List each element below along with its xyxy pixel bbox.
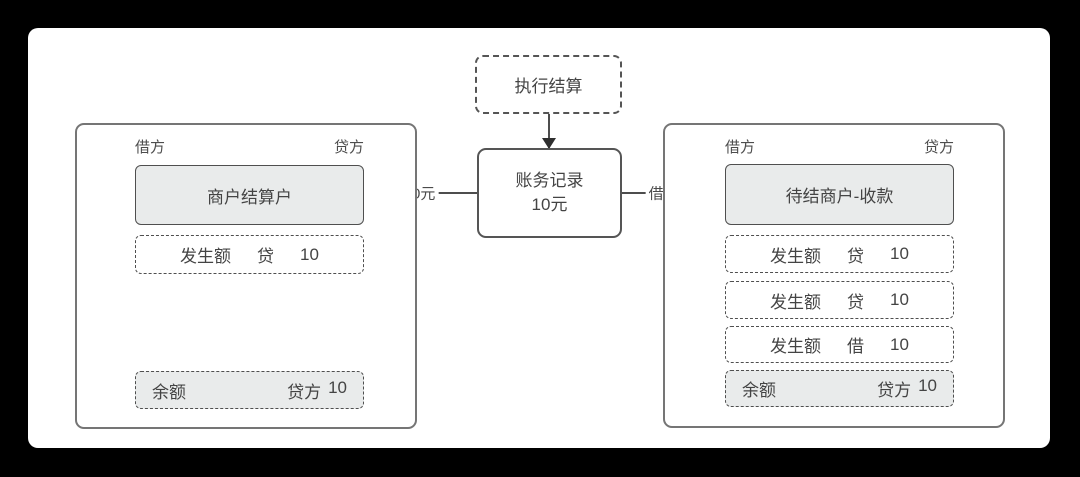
right-entry-row: 发生额 贷 10 [725,235,954,273]
entry-side: 贷 [257,247,275,266]
diagram-panel: 执行结算 账务记录 10元 贷10元 借10元 借方 贷方 商户结算户 [28,28,1050,448]
balance-amount: 10 [328,377,347,397]
arrow-down-icon [542,138,556,149]
balance-amount: 10 [918,376,937,395]
balance-label: 余额 [742,381,776,400]
left-balance-row: 余额 贷方 10 [135,371,364,409]
entry-label: 发生额 [770,337,822,356]
entry-label: 发生额 [770,292,822,312]
left-account-box: 借方 贷方 商户结算户 发生额 贷 10 余额 贷方 10 [75,123,417,429]
balance-label: 余额 [152,382,186,402]
right-account-title: 待结商户-收款 [725,164,954,225]
right-entry-row: 发生额 贷 10 [725,281,954,319]
entry-side: 借 [847,337,865,356]
ledger-record-title: 账务记录 [515,171,584,190]
left-account-title: 商户结算户 [135,165,364,225]
right-account-title-label: 待结商户-收款 [785,187,894,206]
right-credit-header: 贷方 [923,139,954,156]
entry-amount: 10 [890,334,909,354]
entry-label: 发生额 [180,247,232,266]
left-debit-header: 借方 [135,139,166,156]
balance-value: 贷方 10 [287,378,347,403]
left-entry-row: 发生额 贷 10 [135,235,364,274]
entry-amount: 10 [890,244,909,263]
ledger-record-amount: 10元 [531,195,568,214]
balance-side: 贷方 [877,381,912,400]
settlement-trigger-node: 执行结算 [475,55,622,114]
left-account-title-label: 商户结算户 [207,187,292,207]
balance-value: 贷方 10 [877,376,937,401]
settlement-trigger-label: 执行结算 [514,77,583,96]
entry-side: 贷 [847,292,865,312]
entry-amount: 10 [890,290,909,309]
left-credit-header: 贷方 [333,139,364,156]
entry-amount: 10 [300,244,319,264]
entry-side: 贷 [847,246,865,266]
right-account-box: 借方 贷方 待结商户-收款 发生额 贷 10 发生额 贷 10 发生额 借 10 [663,123,1005,428]
right-account-headers: 借方 贷方 [725,136,954,157]
balance-side: 贷方 [287,382,322,402]
entry-label: 发生额 [770,246,822,266]
right-debit-header: 借方 [725,139,756,156]
right-entry-row: 发生额 借 10 [725,326,954,363]
right-balance-row: 余额 贷方 10 [725,370,954,407]
left-account-headers: 借方 贷方 [135,136,364,157]
ledger-record-node: 账务记录 10元 [477,148,622,238]
